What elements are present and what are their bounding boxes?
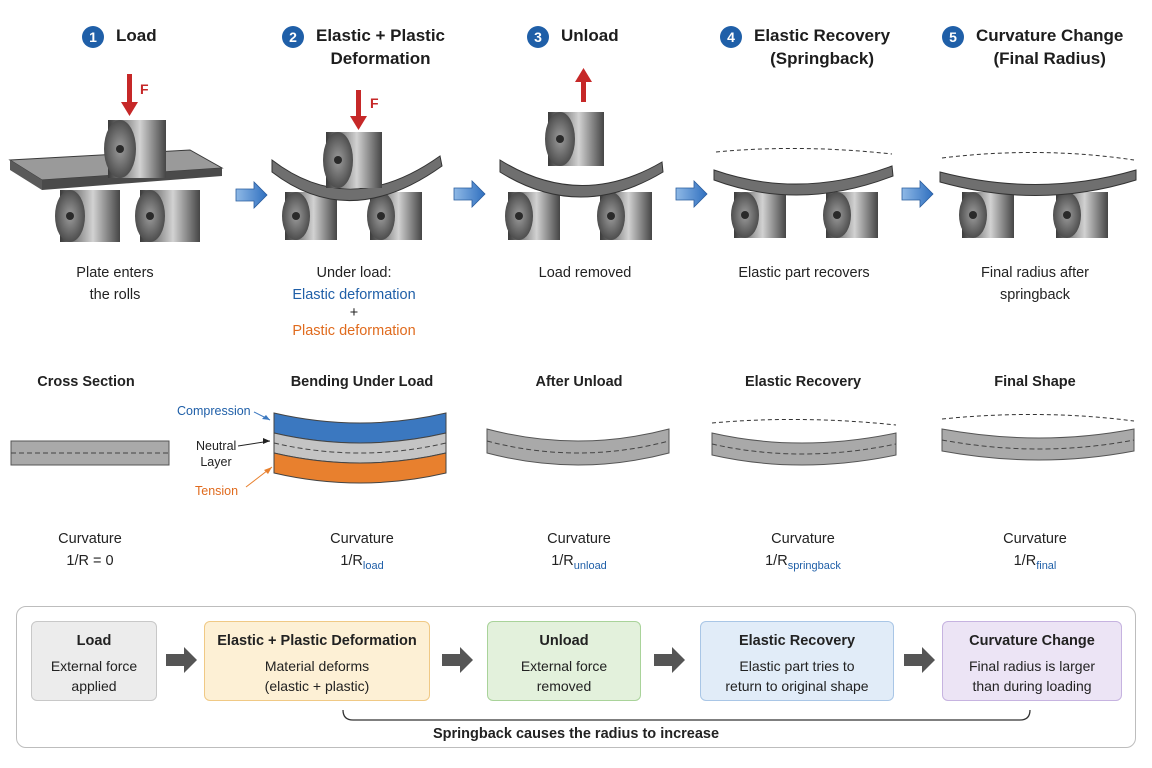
stage-1-rollers: F [8,74,224,242]
stage-2-rollers: F [271,90,443,240]
flow-arrow-icon [904,647,935,673]
force-label-2: F [370,95,379,111]
flow-arrow-icon [235,181,268,209]
flow-box-deformation: Elastic + Plastic Deformation Material d… [204,621,430,701]
force-arrow-up-icon [575,68,592,102]
stage-3-header: 3 Unload [527,24,619,48]
cross-section-shapes [10,411,1135,488]
elastic-deformation-label: Elastic deformation [292,287,416,303]
stage-1-header: 1 Load [82,24,157,48]
section-title-1: Cross Section [37,374,135,390]
stage-4-rollers [713,147,894,238]
stage-5-rollers [939,151,1137,238]
stage-3-caption: Load removed [538,265,632,281]
stage-5-title: Curvature Change(Final Radius) [976,26,1124,68]
springback-bracket [342,709,1031,721]
force-label-1: F [140,81,149,97]
flow-arrow-icon [166,647,197,673]
bent-plate-stage-4 [713,165,894,196]
original-shape-dashed [715,147,893,155]
stage-5-header: 5 Curvature Change(Final Radius) [942,24,1123,70]
section-title-3: After Unload [535,374,623,390]
bent-plate-stage-3 [499,159,664,198]
stage-3-number-badge: 3 [527,26,549,48]
roller-bottom-left [55,190,120,242]
section-title-5: Final Shape [994,374,1076,390]
flow-arrow-icon [675,180,708,208]
after-unload-section [486,428,670,466]
stage-4-number-badge: 4 [720,26,742,48]
layered-bending-section [237,411,447,488]
stage-4-title: Elastic Recovery(Springback) [754,26,891,68]
roller-illustrations: F F [8,68,1137,242]
stage-1-title: Load [116,26,157,45]
compression-label: Compression [177,404,251,418]
tension-layer [273,452,447,484]
plastic-deformation-label: Plastic deformation [292,323,416,339]
elastic-recovery-section [711,418,897,466]
section-title-4: Elastic Recovery [744,374,862,390]
flow-arrow-icon [453,180,486,208]
stage-2-caption: Under load: Elastic deformation + Plasti… [268,262,440,342]
roller-top [104,120,166,178]
force-arrow-down-icon [121,74,138,116]
tension-label: Tension [195,484,239,498]
flat-cross-section [10,440,170,466]
stage-2-number-badge: 2 [282,26,304,48]
force-arrow-down-icon [350,90,367,130]
flow-arrow-icon [901,180,934,208]
springback-note: Springback causes the radius to increase [432,726,720,742]
flow-arrow-icon [654,647,685,673]
flow-connectors [166,647,1031,721]
stage-3-rollers [499,68,664,240]
stage-4-header: 4 Elastic Recovery(Springback) [720,24,890,70]
flow-arrow-icon [442,647,473,673]
process-flow-frame [16,606,1136,748]
stage-1-number-badge: 1 [82,26,104,48]
roller-bottom-right [135,190,200,242]
original-shape-dashed [941,151,1135,161]
section-title-2: Bending Under Load [290,374,434,390]
stage-5-number-badge: 5 [942,26,964,48]
final-shape-section [941,413,1135,461]
bent-plate-stage-5 [939,169,1137,197]
stage-3-title: Unload [561,26,619,45]
stage-4-caption: Elastic part recovers [738,265,870,281]
